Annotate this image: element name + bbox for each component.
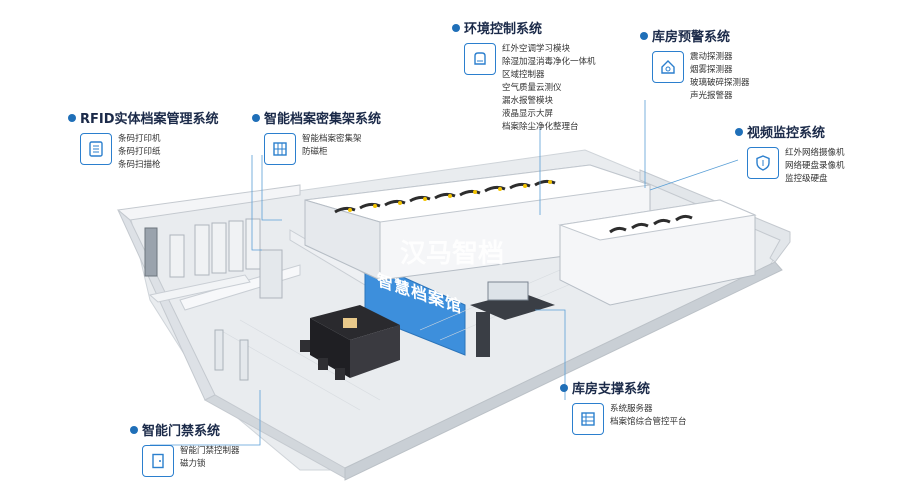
grid-cabinet-icon [264, 133, 296, 165]
rfid-cabinets [144, 218, 283, 299]
callout-alarm: 库房预警系统 震动探测器 烟雾探测器 玻璃破碎探测器 声光报警器 [640, 26, 750, 103]
callout-shelving: 智能档案密集架系统 智能档案密集架 防磁柜 [252, 108, 381, 165]
partition-wall-sign [364, 259, 466, 356]
access-item: 磁力锁 [180, 459, 206, 469]
server-rack-icon [572, 403, 604, 435]
callout-access: 智能门禁系统 智能门禁控制器 磁力锁 [130, 420, 240, 477]
callout-support: 库房支撑系统 系统服务器 档案馆综合管控平台 [560, 378, 687, 435]
support-title: 库房支撑系统 [572, 382, 651, 397]
alarm-item: 声光报警器 [690, 91, 733, 101]
door-lock-icon [142, 445, 174, 477]
reception-desk [310, 305, 400, 378]
environment-item: 档案除尘净化整理台 [502, 122, 579, 132]
callout-lines [150, 100, 739, 446]
callout-video: 视频监控系统 红外网络摄像机 网络硬盘录像机 监控级硬盘 [735, 122, 845, 186]
environment-item: 漏水报警模块 [502, 96, 554, 106]
partition-wall-left [148, 274, 251, 303]
environment-item: 除湿加湿消毒净化一体机 [502, 57, 596, 67]
access-title: 智能门禁系统 [142, 424, 221, 439]
shelving-item: 智能档案密集架 [302, 134, 362, 144]
video-item: 监控级硬盘 [785, 174, 828, 184]
chairs [300, 340, 345, 380]
outer-wall-front-right [344, 261, 783, 481]
environment-item: 区域控制器 [502, 70, 545, 80]
rfid-item: 条码打印纸 [118, 147, 161, 157]
shelving-yellow-dials [348, 180, 552, 212]
air-purifier-icon [464, 43, 496, 75]
support-item: 档案馆综合管控平台 [610, 417, 687, 427]
rfid-item: 条码打印机 [118, 134, 161, 144]
callout-environment: 环境控制系统 红外空调学习模块 除湿加湿消毒净化一体机 区域控制器 空气质量云测… [452, 18, 596, 134]
video-item: 红外网络摄像机 [785, 148, 845, 158]
shield-icon [747, 147, 779, 179]
shelving-block-right [558, 199, 757, 306]
access-item: 智能门禁控制器 [180, 446, 240, 456]
access-gates [214, 329, 249, 381]
alarm-item: 烟雾探测器 [690, 65, 733, 75]
rfid-title: RFID实体档案管理系统 [80, 112, 219, 127]
rfid-item: 条码扫描枪 [118, 160, 161, 170]
alarm-item: 玻璃破碎探测器 [690, 78, 750, 88]
environment-item: 液晶显示大屏 [502, 109, 554, 119]
shelving-handles-right [609, 214, 693, 234]
shelving-handles-left [334, 179, 556, 214]
alarm-item: 震动探测器 [690, 52, 733, 62]
environment-item: 空气质量云测仪 [502, 83, 562, 93]
control-desk [470, 281, 555, 357]
alarm-title: 库房预警系统 [652, 30, 731, 45]
document-list-icon [80, 133, 112, 165]
watermark: 汉马智档 [400, 239, 504, 269]
environment-title: 环境控制系统 [464, 22, 543, 37]
environment-item: 红外空调学习模块 [502, 44, 571, 54]
video-item: 网络硬盘录像机 [785, 161, 845, 171]
shelving-item: 防磁柜 [302, 147, 328, 157]
house-alarm-icon [652, 51, 684, 83]
outer-wall-right [639, 169, 791, 263]
video-title: 视频监控系统 [747, 126, 826, 141]
support-item: 系统服务器 [610, 404, 653, 414]
callout-rfid: RFID实体档案管理系统 条码打印机 条码打印纸 条码扫描枪 [68, 108, 219, 172]
shelving-title: 智能档案密集架系统 [264, 112, 382, 127]
